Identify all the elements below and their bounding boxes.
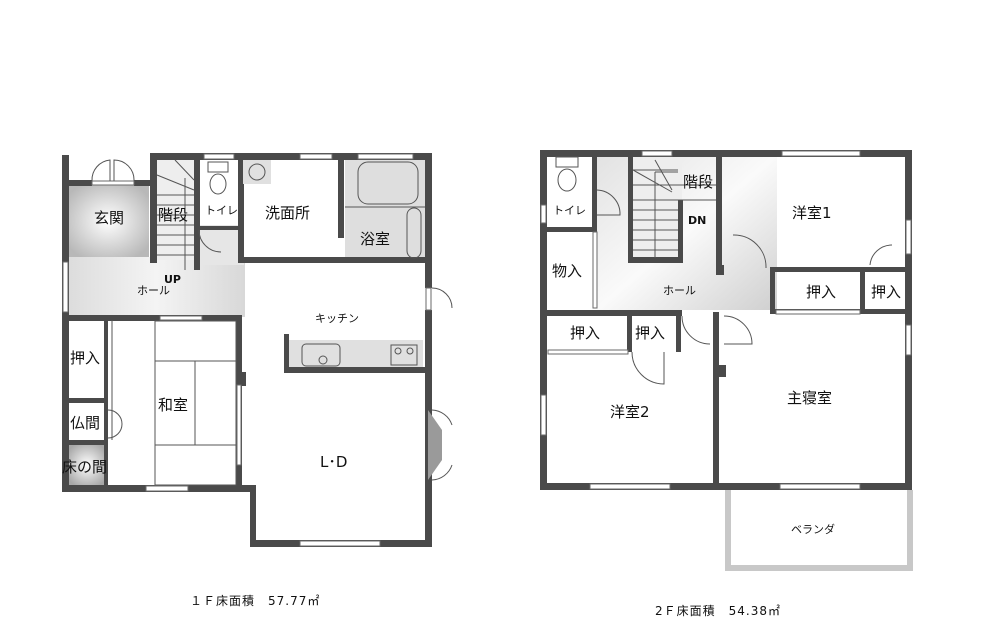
room-label-veranda: ベランダ [791,522,835,536]
room-label-oshiire-2f-b: 押入 [871,283,901,301]
room-label-yoshitsu1: 洋室1 [792,204,832,222]
room-label-shushinshitsu: 主寝室 [787,389,832,407]
hall2-floor [597,155,777,310]
room-label-yoshitsu2: 洋室2 [610,403,650,421]
room-label-kaidan-1f: 階段 [158,206,188,224]
room-label-washitsu: 和室 [158,396,188,414]
room-label-oshiire-1f: 押入 [70,349,100,367]
room-label-hall-2f: ホール [663,284,696,297]
room-label-kaidan-2f: 階段 [683,173,713,191]
room-label-hall-1f: ホール [137,284,170,297]
floor1-area-label: １Ｆ床面積 57.77㎡ [190,594,321,608]
room-label-oshiire-2f-a: 押入 [806,283,836,301]
room-label-yokushitsu: 浴室 [360,230,390,248]
room-label-tokonoma: 床の間 [62,458,107,476]
room-label-kitchen: キッチン [315,312,359,325]
floor1-plan [62,153,453,547]
room-label-genkan: 玄関 [94,209,124,227]
room-label-toilet-2f: トイレ [553,204,586,217]
tokonoma-floor [68,445,106,485]
room-label-toilet-1f: トイレ [205,204,238,217]
floor2-area-label: 2Ｆ床面積 54.38㎡ [655,604,781,618]
room-label-monoire: 物入 [552,262,582,280]
label-dn: DN [688,214,706,227]
room-label-butsuma: 仏間 [70,414,100,432]
label-up: UP [164,273,181,286]
room-label-oshiire-2f-d: 押入 [635,324,665,342]
room-label-senmenjo: 洗面所 [265,204,310,222]
genkan-floor [67,185,149,257]
hall1-floor [67,257,245,317]
room-label-ld: L･D [320,453,347,471]
floor2-plan [540,150,913,571]
room-label-oshiire-2f-c: 押入 [570,324,600,342]
